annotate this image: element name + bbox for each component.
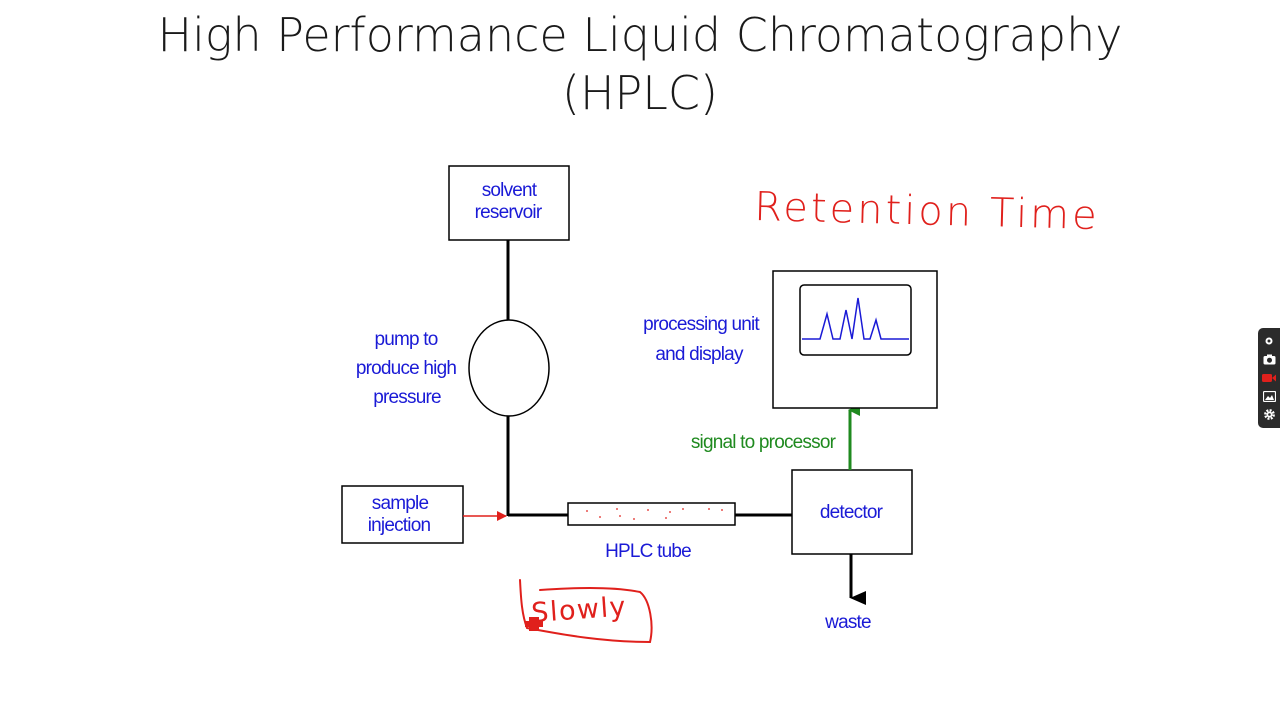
pump-label-2: produce high	[356, 358, 456, 379]
slide-title: High Performance Liquid Chromatography (…	[0, 6, 1280, 122]
processing-label-2: and display	[655, 344, 744, 365]
processing-label-1: processing unit	[643, 314, 760, 335]
sample-injection: sample injection	[341, 485, 464, 544]
sample-label-2: injection	[368, 515, 431, 536]
detector-label: detector	[820, 502, 884, 523]
pump: pump to produce high pressure	[356, 319, 550, 417]
pointer-icon[interactable]	[1262, 334, 1276, 348]
pen-cursor-icon	[525, 617, 543, 631]
title-line-1: High Performance Liquid Chromatography	[157, 8, 1123, 62]
sample-label-1: sample	[372, 493, 429, 514]
image-icon[interactable]	[1262, 389, 1276, 403]
solvent-label-2: reservoir	[475, 202, 543, 223]
camera-icon[interactable]	[1262, 353, 1276, 367]
recording-toolbar	[1258, 328, 1280, 428]
solvent-reservoir: solvent reservoir	[448, 165, 570, 241]
hplc-tube: HPLC tube	[567, 502, 736, 562]
tube-label: HPLC tube	[605, 541, 691, 562]
slowly-text: Slowly	[530, 591, 628, 629]
slowly-annotation: Slowly	[519, 579, 653, 644]
tube-sample-dots	[586, 508, 723, 520]
processing-unit: processing unit and display	[643, 270, 938, 409]
detector: detector	[791, 469, 913, 555]
retention-time-annotation: Retention Time	[754, 184, 1101, 239]
title-line-2: (HPLC)	[562, 66, 718, 120]
pump-label-1: pump to	[374, 329, 437, 350]
solvent-label-1: solvent	[482, 180, 538, 201]
chromatogram-trace	[802, 297, 909, 340]
gear-icon[interactable]	[1262, 408, 1276, 422]
signal-label: signal to processor	[691, 432, 837, 453]
waste-label: waste	[824, 612, 871, 633]
pump-label-3: pressure	[373, 387, 441, 408]
record-icon[interactable]	[1262, 371, 1276, 385]
